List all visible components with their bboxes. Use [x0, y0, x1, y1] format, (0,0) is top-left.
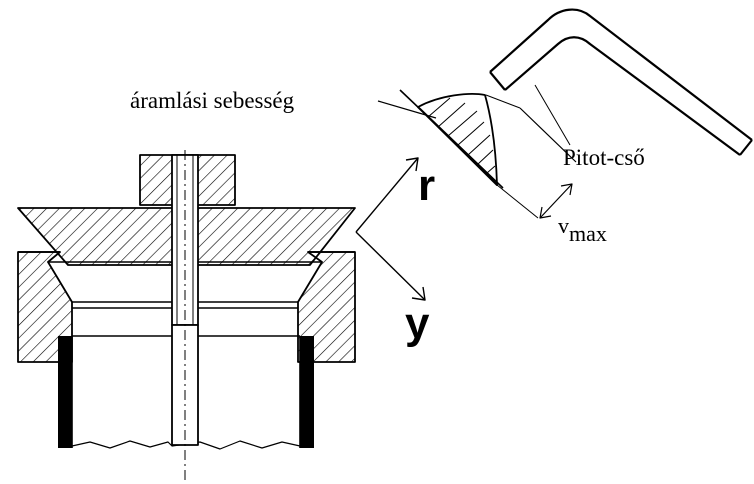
- axis-r-line: [355, 157, 419, 233]
- pitot-tube-mouth: [489, 71, 506, 91]
- pitot-tube-outer: [489, 8, 753, 141]
- pitot-tube-end: [739, 139, 753, 156]
- vmax-dim-arrow: [539, 183, 573, 219]
- axis-y-line: [355, 231, 426, 301]
- break-line: [71, 440, 301, 450]
- vmax-arrowhead-b: [539, 206, 552, 219]
- vmax-label-sub: max: [569, 221, 607, 246]
- vmax-dim-extension-a: [485, 94, 521, 109]
- cylinder-right-band: [300, 336, 314, 448]
- axis-r-arrowhead: [405, 157, 419, 172]
- vmax-dim-extension-b: [496, 184, 539, 219]
- axis-r-label: r: [418, 161, 435, 210]
- pitot-leader: [534, 84, 571, 146]
- velocity-profile-curve: [417, 93, 498, 186]
- vmax-arrowhead-a: [560, 183, 573, 196]
- profile-arrows: [427, 97, 496, 174]
- pitot-tube-label: Pitot-cső: [563, 145, 645, 170]
- vmax-dim-line-outer: [519, 107, 577, 163]
- profile-filled-edge: [417, 106, 498, 186]
- housing-left-wall: [17, 251, 73, 363]
- vmax-label-v: v: [558, 213, 569, 238]
- housing-right-wall: [297, 251, 356, 363]
- flow-velocity-leader: [377, 100, 437, 119]
- axis-y-label: y: [405, 299, 430, 348]
- cylinder-left-band: [58, 336, 72, 448]
- flow-velocity-label: áramlási sebesség: [130, 88, 295, 113]
- vmax-label: vmax: [558, 213, 607, 246]
- axis-y-arrowhead: [411, 286, 426, 301]
- pitot-tube-inner: [504, 36, 741, 156]
